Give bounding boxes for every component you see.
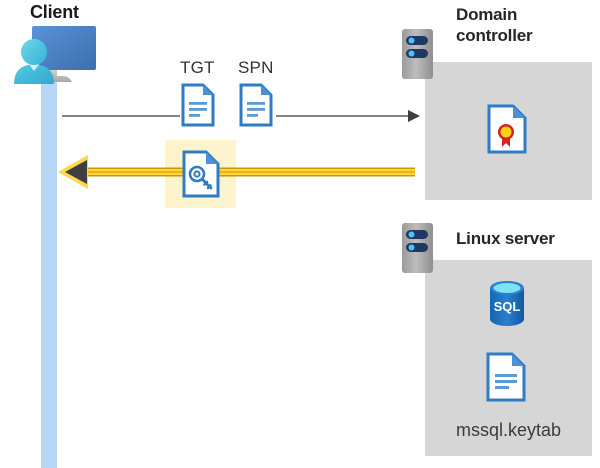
tgt-label: TGT xyxy=(180,58,215,77)
keytab-document-icon xyxy=(486,352,526,402)
request-arrowhead-icon xyxy=(408,110,420,122)
domain-controller-title: Domain controller xyxy=(456,5,533,45)
response-arrowhead-outline-icon xyxy=(58,155,88,189)
client-title: Client xyxy=(30,2,79,22)
linux-server-icon xyxy=(401,222,437,278)
client-lifeline xyxy=(41,70,57,468)
linux-server-title: Linux server xyxy=(456,229,555,248)
certificate-document-icon xyxy=(487,104,527,154)
domain-controller-server-icon xyxy=(401,28,437,84)
spn-label: SPN xyxy=(238,58,274,77)
response-arrow xyxy=(58,155,415,189)
tgt-document-icon xyxy=(181,83,215,127)
key-document-icon xyxy=(182,150,220,198)
sql-database-icon: SQL xyxy=(487,280,527,327)
spn-document-icon xyxy=(239,83,273,127)
sql-icon-label: SQL xyxy=(494,299,521,314)
keytab-filename-label: mssql.keytab xyxy=(455,420,562,440)
response-arrowhead-icon xyxy=(65,160,87,184)
client-workstation-icon xyxy=(5,22,99,88)
